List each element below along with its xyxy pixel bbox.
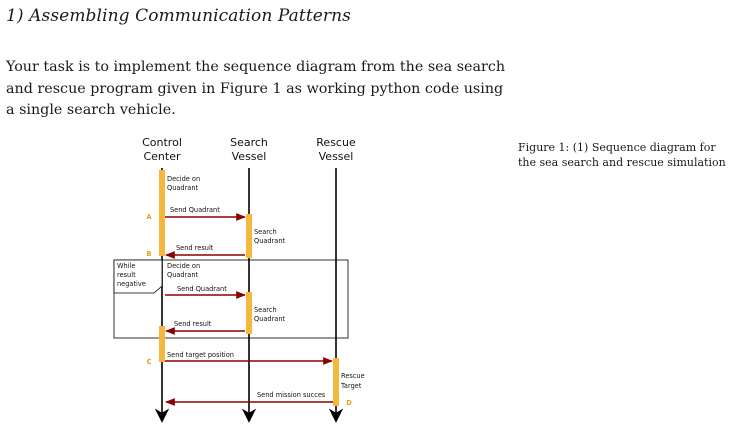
- activation-label: Quadrant: [167, 271, 199, 279]
- message-label: Send mission succes: [257, 391, 326, 399]
- paragraph-line: a single search vehicle.: [6, 102, 176, 118]
- activation-label: Quadrant: [167, 184, 199, 192]
- loop-label-line: negative: [117, 280, 146, 288]
- participant-rescue-vessel-line1: Rescue: [316, 136, 356, 149]
- activation-search-vessel-2: [246, 292, 252, 334]
- activation-label: Decide on: [167, 175, 200, 183]
- participant-control-center-line1: Control: [142, 136, 182, 149]
- loop-frame: [113, 259, 349, 339]
- activation-label: Target: [340, 382, 362, 390]
- activation-control-center-1: [159, 170, 165, 256]
- activation-label: Quadrant: [254, 237, 286, 245]
- activation-label: Search: [254, 228, 277, 236]
- loop-label-line: result: [117, 271, 136, 279]
- paragraph-line: Your task is to implement the sequence d…: [6, 59, 506, 75]
- step-marker-a: A: [146, 213, 152, 221]
- message-label: Send Quadrant: [170, 206, 220, 214]
- participant-control-center-line2: Center: [143, 150, 181, 163]
- participant-rescue-vessel-line2: Vessel: [319, 150, 354, 163]
- message-label: Send Quadrant: [177, 285, 227, 293]
- step-marker-b: B: [146, 250, 151, 258]
- step-marker-d: D: [346, 399, 352, 407]
- section-heading: 1) Assembling Communication Patterns: [6, 6, 352, 26]
- paragraph-line: and rescue program given in Figure 1 as …: [6, 80, 504, 97]
- participant-search-vessel-line1: Search: [230, 136, 268, 149]
- activation-rescue-vessel: [333, 358, 339, 406]
- loop-label-box: [113, 259, 163, 294]
- message-label: Send result: [176, 244, 214, 252]
- activation-search-vessel-1: [246, 214, 252, 258]
- activation-label: Quadrant: [254, 315, 286, 323]
- activation-control-center-2: [159, 326, 165, 362]
- activation-label: Rescue: [341, 372, 365, 380]
- loop-label-line: While: [117, 262, 135, 270]
- message-label: Send target position: [167, 351, 234, 359]
- task-description: Your task is to implement the sequence d…: [6, 57, 506, 122]
- figure-caption: Figure 1: (1) Sequence diagram for the s…: [518, 141, 726, 169]
- activation-label: Decide on: [167, 262, 200, 270]
- activation-label: Search: [254, 306, 277, 314]
- step-marker-c: C: [147, 358, 152, 366]
- message-label: Send result: [174, 320, 212, 328]
- participant-search-vessel-line2: Vessel: [232, 150, 267, 163]
